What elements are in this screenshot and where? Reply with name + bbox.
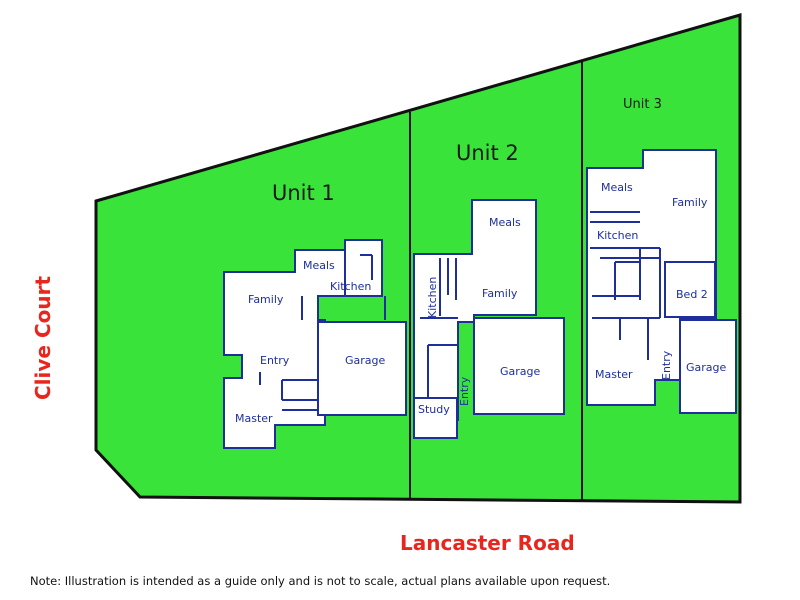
disclaimer-note: Note: Illustration is intended as a guid…: [30, 574, 611, 588]
unit-1-room-meals: Meals: [303, 259, 335, 272]
unit-1-room-garage: Garage: [345, 354, 386, 367]
unit-3-room-entry: Entry: [660, 350, 673, 380]
unit-2-room-garage: Garage: [500, 365, 541, 378]
unit-1-garage: [317, 321, 407, 416]
unit-1-title: Unit 1: [272, 181, 335, 205]
unit-3-garage: [679, 319, 737, 414]
unit-3-room-kitchen: Kitchen: [597, 229, 638, 242]
unit-3-floorplan: [586, 149, 737, 414]
street-side-label: Clive Court: [31, 276, 55, 400]
unit-2-room-kitchen: Kitchen: [426, 277, 439, 318]
unit-2-study: [413, 397, 458, 439]
unit-3-room-bed2: Bed 2: [676, 288, 708, 301]
unit-2-floorplan: [413, 199, 565, 439]
unit-2-room-family: Family: [482, 287, 518, 300]
unit-3-room-meals: Meals: [601, 181, 633, 194]
street-front-label: Lancaster Road: [400, 531, 575, 555]
unit-2-room-study: Study: [418, 403, 450, 416]
unit-1-room-family: Family: [248, 293, 284, 306]
unit-2-title: Unit 2: [456, 141, 519, 165]
unit-1-room-kitchen: Kitchen: [330, 280, 371, 293]
unit-2-garage: [473, 317, 565, 415]
unit-3-bed2: [664, 261, 716, 318]
unit-3-room-master: Master: [595, 368, 633, 381]
unit-2-room-meals: Meals: [489, 216, 521, 229]
unit-2-room-entry: Entry: [458, 376, 471, 406]
unit-1-floorplan: [223, 239, 407, 449]
unit-3-title: Unit 3: [623, 97, 662, 112]
unit-1-room-master: Master: [235, 412, 273, 425]
unit-3-room-family: Family: [672, 196, 708, 209]
unit-3-room-garage: Garage: [686, 361, 727, 374]
unit-1-room-entry: Entry: [260, 354, 290, 367]
